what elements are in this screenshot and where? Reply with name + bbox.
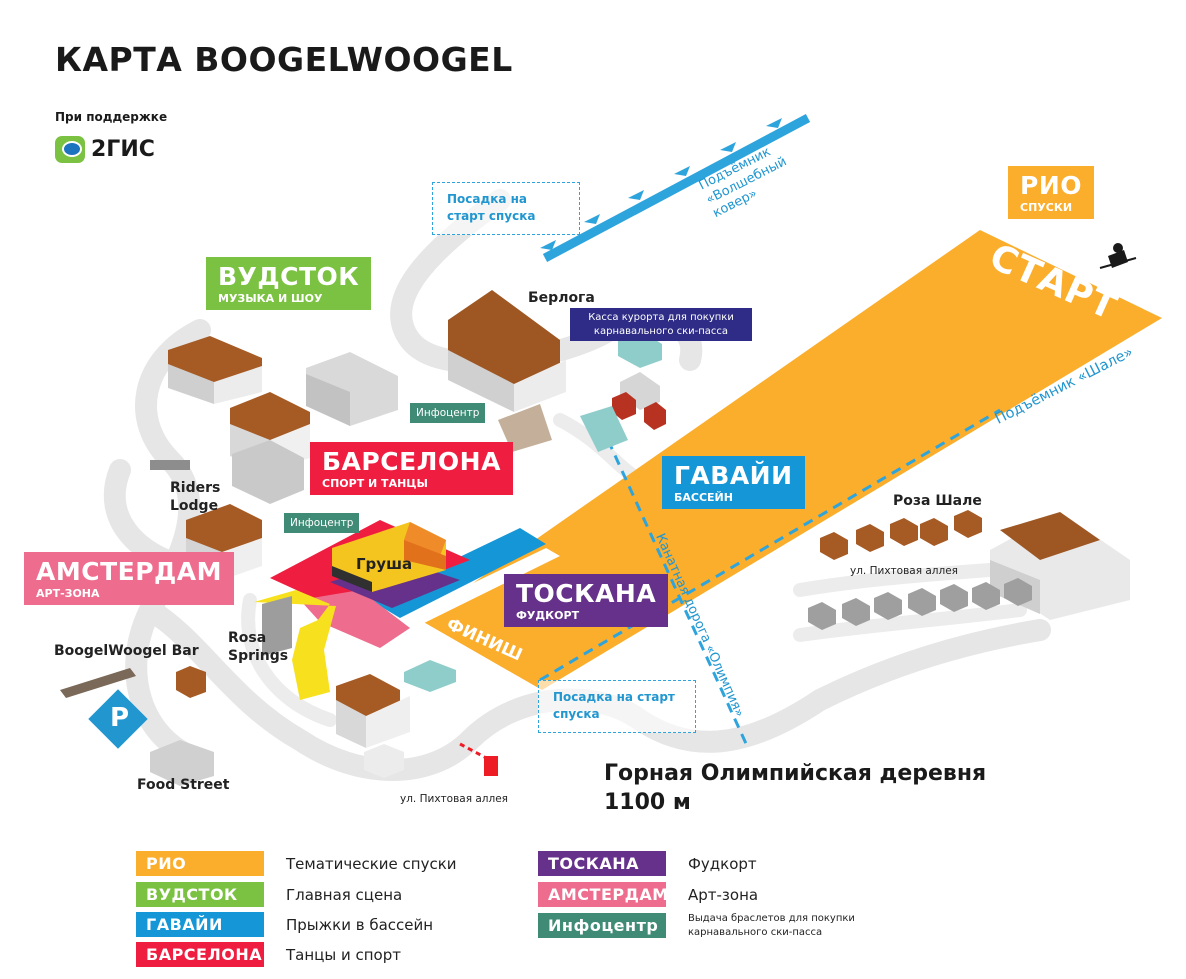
legend-desc: Прыжки в бассейн <box>286 915 434 934</box>
legend-chip: Инфоцентр <box>538 913 666 938</box>
zone-barcelona-sub: СПОРТ И ТАНЦЫ <box>322 477 428 490</box>
2gis-logo-icon <box>55 136 85 163</box>
place-roza-shale: Роза Шале <box>893 493 982 509</box>
zone-toskana-sub: ФУДКОРТ <box>516 609 580 622</box>
legend-item-rio: РИО Тематические спуски <box>136 851 457 876</box>
legend-desc: Арт-зона <box>688 885 759 904</box>
support-text: При поддержке <box>55 110 168 124</box>
pool-edge <box>392 548 560 630</box>
place-food-street: Food Street <box>137 777 230 793</box>
street-fir-alley-2: ул. Пихтовая аллея <box>400 793 508 805</box>
zone-toskana-name: ТОСКАНА <box>516 579 657 608</box>
legend-item-gavaii: ГАВАЙИ Прыжки в бассейн <box>136 912 433 937</box>
rosa-springs-building <box>254 590 336 700</box>
chalet-lift-line <box>539 408 1001 682</box>
village-altitude: 1100 м <box>604 789 691 815</box>
place-berloga: Берлога <box>528 290 595 306</box>
zone-rio-name: РИО <box>1020 171 1082 200</box>
zone-gavaii-sub: БАССЕЙН <box>674 491 733 504</box>
place-grusha: Груша <box>356 555 413 573</box>
kassa-tag[interactable]: Касса курорта для покупки карнавального … <box>570 308 752 341</box>
legend-chip: ВУДСТОК <box>136 882 264 907</box>
parking-label: P <box>110 703 130 733</box>
legend-chip: ТОСКАНА <box>538 851 666 876</box>
page-title: КАРТА BOOGELWOOGEL <box>55 40 513 79</box>
legend-desc: Фудкорт <box>688 854 757 873</box>
zone-rio-sub: СПУСКИ <box>1020 201 1073 214</box>
zone-barcelona-tag[interactable]: БАРСЕЛОНА СПОРТ И ТАНЦЫ <box>310 442 513 495</box>
zone-vudstok-tag[interactable]: ВУДСТОК МУЗЫКА И ШОУ <box>206 257 372 310</box>
infocenter-tag-1[interactable]: Инфоцентр <box>410 403 486 424</box>
legend-item-barcelona: БАРСЕЛОНА Танцы и спорт <box>136 942 401 967</box>
legend-chip: АМСТЕРДАМ <box>538 882 668 907</box>
boarding-box-bottom[interactable]: Посадка на старт спуска <box>538 680 696 733</box>
legend-chip: ГАВАЙИ <box>136 912 264 937</box>
brand-logo[interactable]: 2ГИС <box>55 136 155 163</box>
village-title: Горная Олимпийская деревня 1100 м <box>604 760 986 817</box>
magic-carpet-lift <box>542 114 811 262</box>
zone-barcelona-name: БАРСЕЛОНА <box>322 447 501 476</box>
zone-toskana-tag[interactable]: ТОСКАНА ФУДКОРТ <box>504 574 669 627</box>
berloga-building <box>448 290 566 452</box>
zone-gavaii-name: ГАВАЙИ <box>674 461 793 490</box>
zone-vudstok-name: ВУДСТОК <box>218 262 360 291</box>
zone-vudstok-sub: МУЗЫКА И ШОУ <box>218 292 323 305</box>
village-name: Горная Олимпийская деревня <box>604 761 987 786</box>
boarding-box-top[interactable]: Посадка на старт спуска <box>432 182 580 235</box>
cable-road-line <box>606 439 750 749</box>
legend-item-infocenter: Инфоцентр Выдача браслетов для покупки к… <box>538 912 868 939</box>
roza-shale-buildings <box>990 512 1130 620</box>
zone-amsterdam-sub: АРТ-ЗОНА <box>36 587 100 600</box>
legend-chip: БАРСЕЛОНА <box>136 942 264 967</box>
lower-buildings <box>60 660 498 786</box>
legend-chip: РИО <box>136 851 264 876</box>
legend-desc: Главная сцена <box>286 885 403 904</box>
legend-desc: Выдача браслетов для покупки карнавально… <box>688 913 855 938</box>
grusha-building <box>332 522 446 592</box>
legend-desc: Тематические спуски <box>286 854 457 873</box>
infocenter-tag-2[interactable]: Инфоцентр <box>284 513 360 534</box>
place-boogelwoogel-bar: BoogelWoogel Bar <box>54 643 199 659</box>
street-fir-alley-1: ул. Пихтовая аллея <box>850 565 958 577</box>
chalet-row-bottom <box>808 578 1032 630</box>
legend-desc: Танцы и спорт <box>286 945 401 964</box>
zone-gavaii-tag[interactable]: ГАВАЙИ БАССЕЙН <box>662 456 805 509</box>
legend-item-vudstok: ВУДСТОК Главная сцена <box>136 882 402 907</box>
place-riders-lodge: Riders Lodge <box>170 480 221 514</box>
legend-item-amsterdam: АМСТЕРДАМ Арт-зона <box>538 882 758 907</box>
chalet-row-top <box>820 510 982 560</box>
zone-amsterdam-tag[interactable]: АМСТЕРДАМ АРТ-ЗОНА <box>24 552 235 605</box>
place-rosa-springs: Rosa Springs <box>228 630 289 664</box>
zone-rio-tag[interactable]: РИО СПУСКИ <box>1008 166 1094 219</box>
brand-name: 2ГИС <box>91 137 155 162</box>
small-houses-near-lift <box>580 330 666 452</box>
lift-arrows <box>540 118 782 250</box>
zone-amsterdam-name: АМСТЕРДАМ <box>36 557 223 586</box>
skier-icon <box>1099 243 1137 269</box>
legend-item-toskana: ТОСКАНА Фудкорт <box>538 851 757 876</box>
